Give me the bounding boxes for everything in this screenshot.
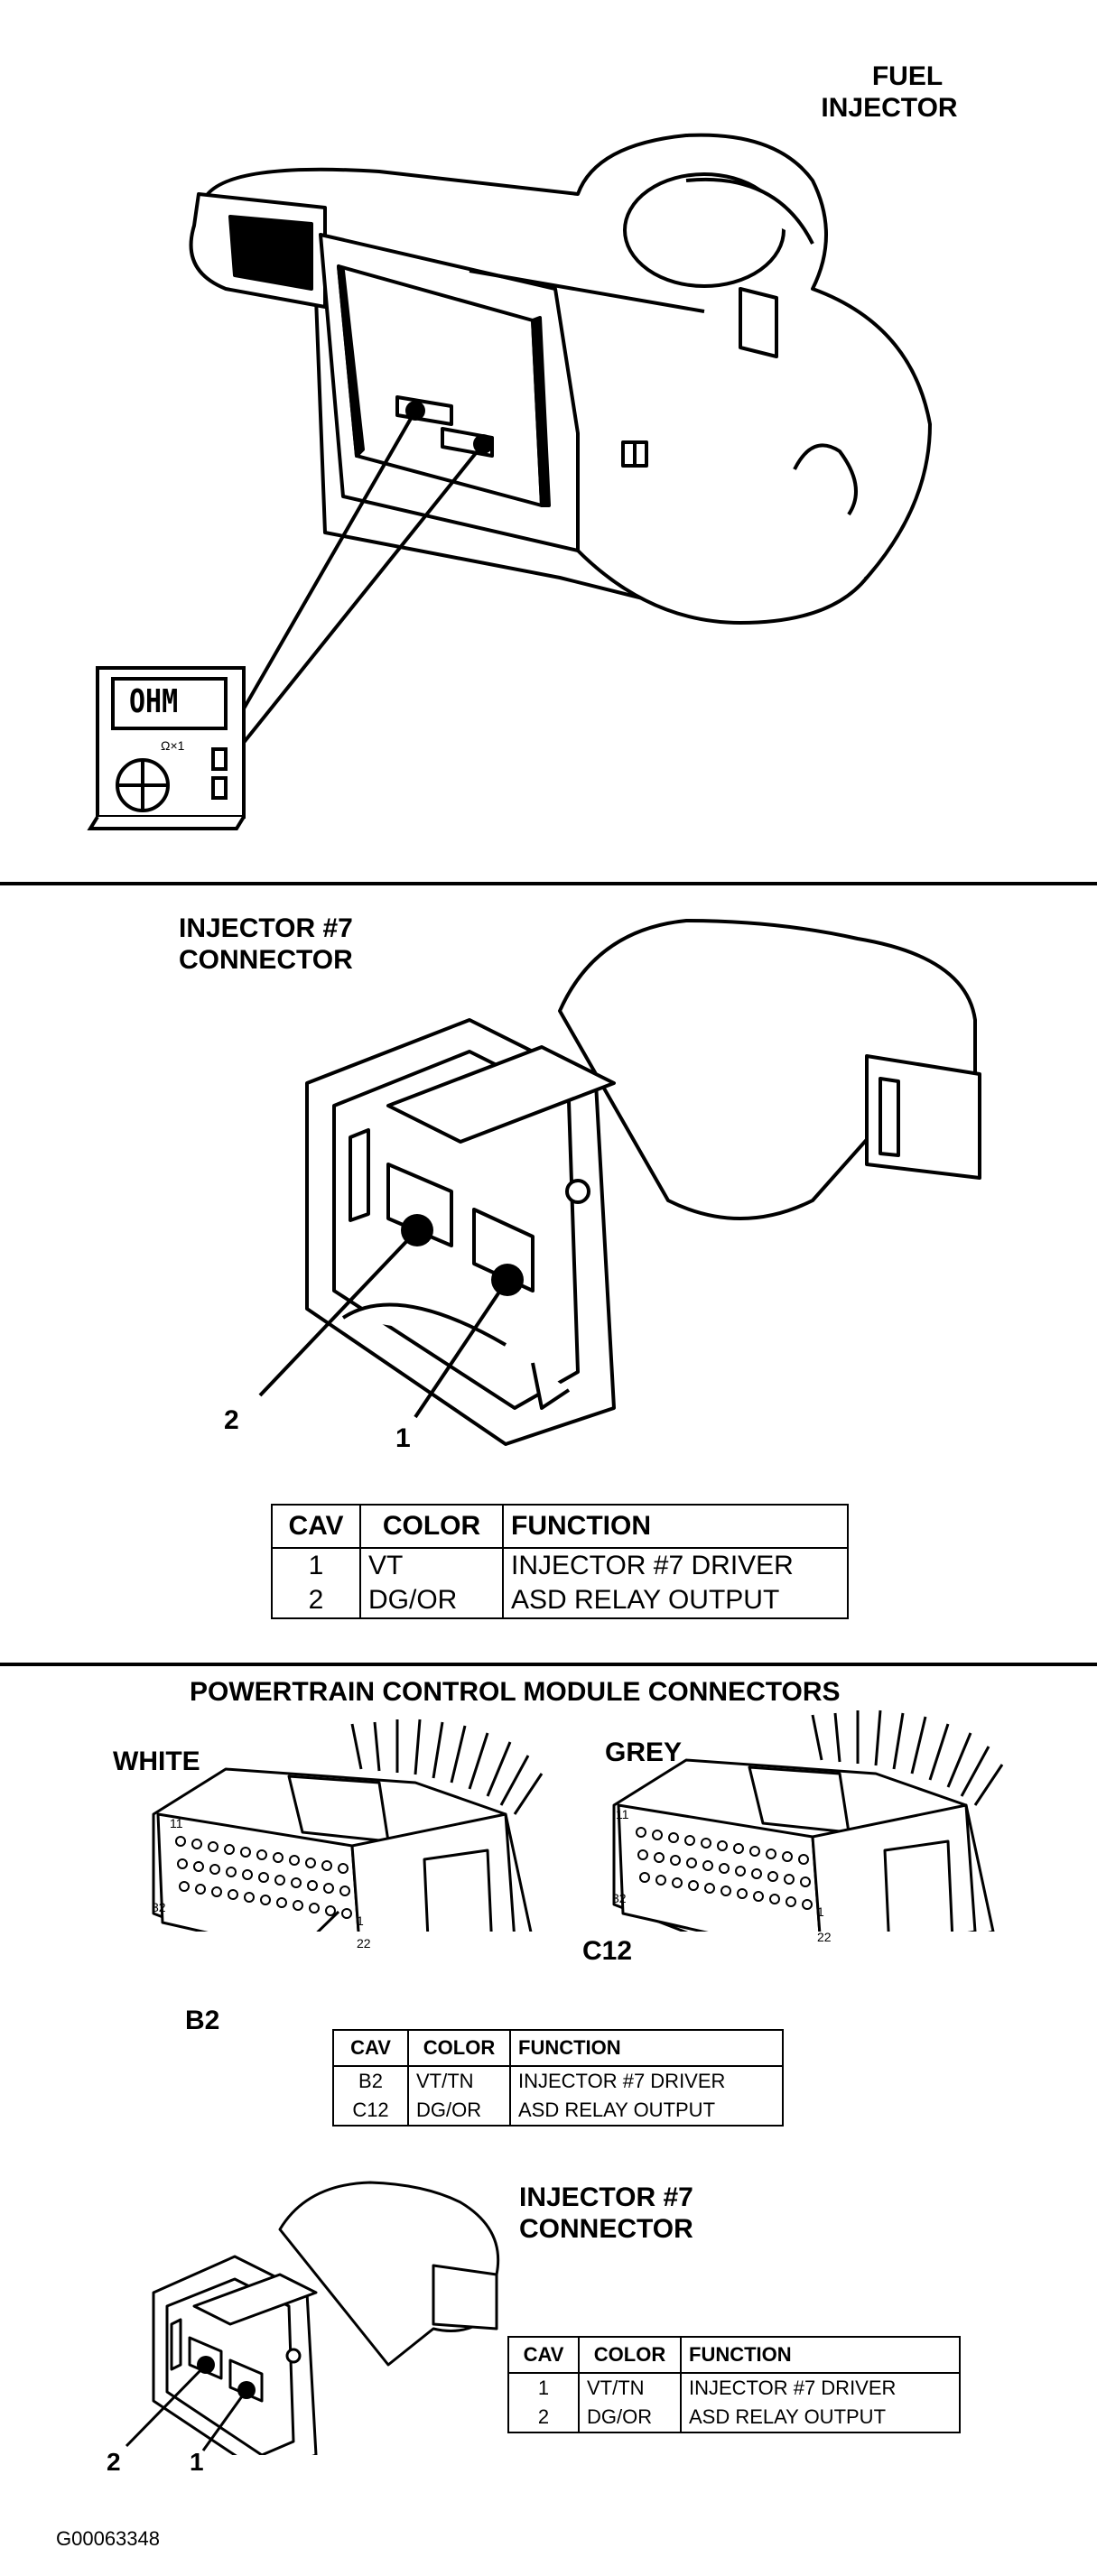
table-row: 1 VT/TN INJECTOR #7 DRIVER [507, 2373, 961, 2403]
section-divider-2 [0, 1663, 1097, 1666]
pcm-white-label: WHITE [113, 1747, 200, 1776]
injector7-pin2-label: 2 [224, 1405, 239, 1435]
injector7-connector-title-2: INJECTOR #7 CONNECTOR [519, 2182, 693, 2245]
injector7-small-pin1-label: 1 [190, 2448, 204, 2476]
pcm-callout-b2: B2 [185, 2006, 220, 2035]
grey-pin-1: 1 [817, 1904, 824, 1919]
table-header-cav: CAV [332, 2029, 409, 2067]
cell-function: ASD RELAY OUTPUT [502, 1583, 849, 1619]
white-pin-1: 1 [357, 1913, 364, 1928]
fuel-injector-title-line1: FUEL [871, 61, 944, 91]
injector7-small-cavity-table: CAV COLOR FUNCTION 1 VT/TN INJECTOR #7 D… [507, 2336, 961, 2433]
figure-code: G00063348 [56, 2527, 160, 2550]
table-header-function: FUNCTION [509, 2029, 784, 2067]
injector7-connector-title-line1: INJECTOR #7 [179, 913, 353, 943]
pcm-connectors-title: POWERTRAIN CONTROL MODULE CONNECTORS [190, 1677, 841, 1707]
white-pin-32: 32 [152, 1900, 166, 1914]
pcm-grey-label: GREY [605, 1737, 683, 1767]
table-row: 2 DG/OR ASD RELAY OUTPUT [507, 2403, 961, 2433]
table-row: 1 VT INJECTOR #7 DRIVER [271, 1548, 849, 1583]
grey-pin-11: 11 [616, 1807, 629, 1821]
cell-function: INJECTOR #7 DRIVER [680, 2373, 961, 2403]
cell-cav: 2 [507, 2403, 580, 2433]
table-header-color: COLOR [359, 1504, 504, 1549]
injector7-connector-title-2-line1: INJECTOR #7 [519, 2182, 693, 2212]
cell-function: ASD RELAY OUTPUT [680, 2403, 961, 2433]
ohm-meter-display-text: OHM [129, 682, 179, 721]
fuel-injector-illustration [87, 133, 932, 830]
cell-color: DG/OR [578, 2403, 682, 2433]
cell-cav: 1 [507, 2373, 580, 2403]
pcm-connectors-illustration [152, 1710, 1004, 1932]
cell-cav: 1 [271, 1548, 361, 1583]
white-pin-22: 22 [357, 1936, 371, 1951]
grey-pin-32: 32 [612, 1891, 627, 1905]
cell-color: DG/OR [359, 1583, 504, 1619]
cell-cav: C12 [332, 2096, 409, 2127]
cell-color: VT [359, 1548, 504, 1583]
injector7-connector-illustration [258, 919, 981, 1446]
white-pin-11: 11 [170, 1816, 183, 1830]
table-row: B2 VT/TN INJECTOR #7 DRIVER [332, 2066, 784, 2096]
cell-color: VT/TN [407, 2066, 511, 2096]
injector7-connector-small-illustration [125, 2181, 500, 2455]
injector7-connector-title-2-line2: CONNECTOR [519, 2213, 693, 2244]
ohm-meter-scale-text: Ω×1 [161, 738, 185, 753]
fuel-injector-title: FUEL INJECTOR [821, 61, 975, 124]
grey-pin-22: 22 [817, 1930, 832, 1944]
table-header-cav: CAV [271, 1504, 361, 1549]
injector7-cavity-table: CAV COLOR FUNCTION 1 VT INJECTOR #7 DRIV… [271, 1504, 849, 1619]
cell-function: ASD RELAY OUTPUT [509, 2096, 784, 2127]
table-header-color: COLOR [407, 2029, 511, 2067]
cell-cav: B2 [332, 2066, 409, 2096]
cell-color: DG/OR [407, 2096, 511, 2127]
table-header-function: FUNCTION [680, 2336, 961, 2374]
pcm-cavity-table: CAV COLOR FUNCTION B2 VT/TN INJECTOR #7 … [332, 2029, 784, 2127]
table-row: C12 DG/OR ASD RELAY OUTPUT [332, 2096, 784, 2127]
table-header-cav: CAV [507, 2336, 580, 2374]
table-row: 2 DG/OR ASD RELAY OUTPUT [271, 1583, 849, 1619]
table-header-function: FUNCTION [502, 1504, 849, 1549]
cell-function: INJECTOR #7 DRIVER [509, 2066, 784, 2096]
pcm-callout-c12: C12 [582, 1936, 633, 1966]
section-divider-1 [0, 882, 1097, 885]
injector7-small-pin2-label: 2 [107, 2448, 121, 2476]
cell-color: VT/TN [578, 2373, 682, 2403]
table-header-color: COLOR [578, 2336, 682, 2374]
fuel-injector-title-line2: INJECTOR [821, 92, 958, 123]
injector7-pin1-label: 1 [395, 1423, 411, 1453]
cell-cav: 2 [271, 1583, 361, 1619]
cell-function: INJECTOR #7 DRIVER [502, 1548, 849, 1583]
injector7-connector-title: INJECTOR #7 CONNECTOR [179, 913, 353, 976]
injector7-connector-title-line2: CONNECTOR [179, 944, 353, 975]
